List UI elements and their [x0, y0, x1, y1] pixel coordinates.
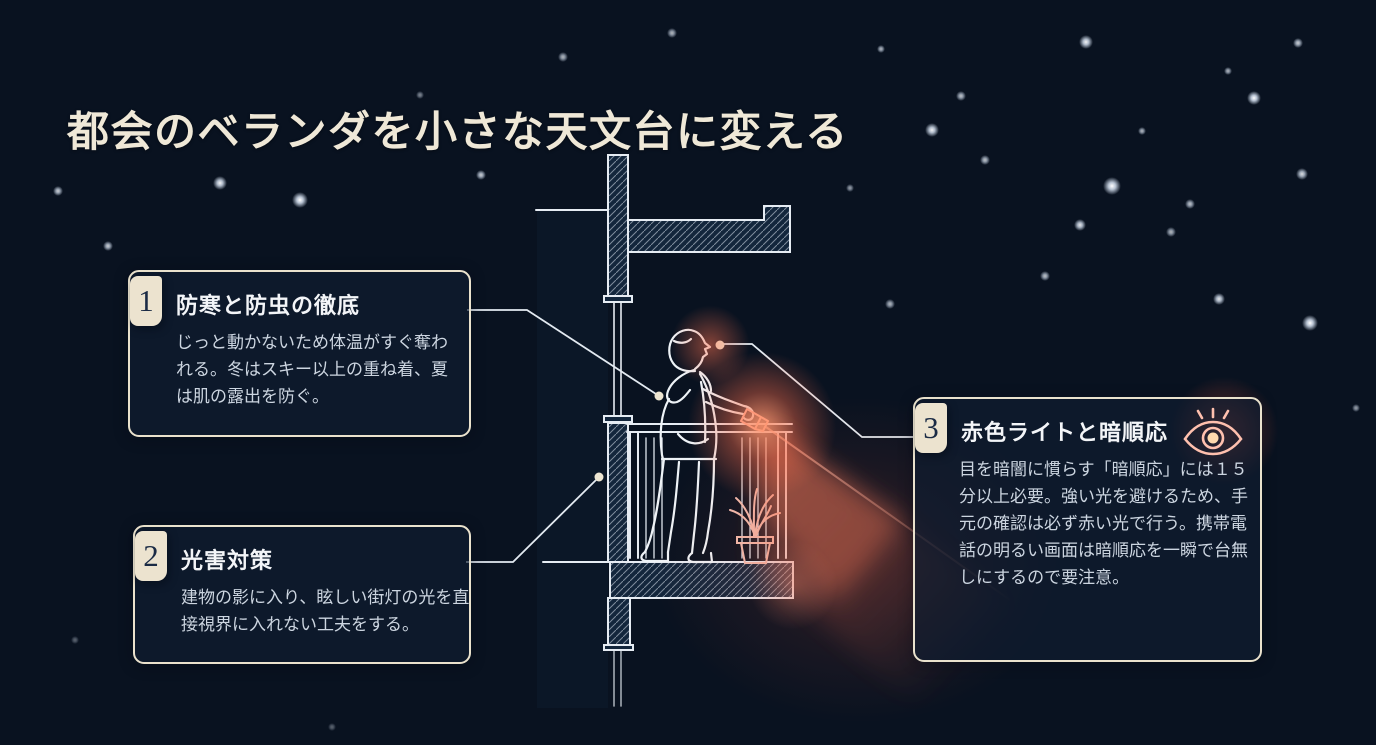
star	[1073, 218, 1087, 232]
star	[845, 183, 855, 193]
star	[71, 636, 79, 644]
window-upper-glass	[613, 302, 622, 417]
leader-dot-2	[594, 472, 604, 482]
star	[1301, 314, 1319, 332]
star	[1212, 292, 1226, 306]
star	[1293, 38, 1303, 48]
wall-below-veranda	[607, 597, 631, 646]
window-sill-top	[603, 295, 633, 303]
red-eye-icon	[1180, 407, 1246, 459]
callout-1-body: じっと動かないため体温がすぐ奪われる。冬はスキー以上の重ね着、夏は肌の露出を防ぐ…	[176, 333, 448, 406]
star	[476, 170, 486, 180]
star	[291, 191, 309, 209]
star	[876, 44, 886, 54]
railing-left-post	[629, 431, 639, 559]
slab-edge-glow	[748, 540, 838, 630]
page-title: 都会のベランダを小さな天文台に変える	[67, 110, 849, 157]
star	[1079, 35, 1093, 49]
star	[980, 155, 990, 165]
lower-window-sill	[603, 644, 634, 651]
callout-2-title: 光害対策	[181, 548, 274, 573]
star	[1223, 66, 1233, 76]
wall-upper	[607, 154, 629, 303]
star	[102, 240, 114, 252]
star	[1246, 90, 1262, 106]
star	[327, 722, 337, 732]
callout-3-body: 目を暗闇に慣らす「暗順応」には１５分以上必要。強い光を避けるため、手元の確認は必…	[959, 460, 1248, 587]
callout-3-number-badge: 3	[915, 403, 947, 453]
callout-3-title: 赤色ライトと暗順応	[961, 420, 1169, 445]
star	[924, 122, 940, 138]
star	[1040, 271, 1050, 281]
star	[53, 186, 63, 196]
star	[1166, 227, 1176, 237]
callout-2-body: 建物の影に入り、眩しい街灯の光を直接視界に入れない工夫をする。	[181, 588, 470, 634]
callout-3-red-light: 3 赤色ライトと暗順応 目を暗闇に慣らす「暗順応」には１５分以上必要。強い光を避…	[913, 397, 1262, 662]
star	[557, 51, 569, 63]
wall-middle	[607, 422, 629, 563]
callout-2-light-pollution: 2 光害対策 建物の影に入り、眩しい街灯の光を直接視界に入れない工夫をする。	[133, 525, 471, 664]
star	[885, 299, 895, 309]
star	[956, 91, 966, 101]
star	[1137, 126, 1147, 136]
star	[667, 28, 677, 38]
callout-1-cold-protection: 1 防寒と防虫の徹底 じっと動かないため体温がすぐ奪われる。冬はスキー以上の重ね…	[128, 270, 471, 437]
leader-dot-1	[654, 391, 664, 401]
callout-1-number-badge: 1	[130, 276, 162, 326]
star	[213, 176, 227, 190]
star	[1296, 168, 1308, 180]
leader-line-2	[466, 479, 597, 563]
star	[1351, 403, 1361, 413]
callout-2-number-badge: 2	[135, 531, 167, 581]
face-glow	[670, 305, 750, 385]
leader-line-1	[467, 309, 657, 395]
window-sill-bottom	[603, 415, 633, 423]
window-lower-glass	[613, 650, 622, 707]
upper-balcony-slab	[627, 205, 791, 253]
callout-1-title: 防寒と防虫の徹底	[176, 293, 361, 318]
star	[1103, 177, 1121, 195]
star	[1185, 199, 1195, 209]
interior-shadow-band	[537, 210, 608, 708]
